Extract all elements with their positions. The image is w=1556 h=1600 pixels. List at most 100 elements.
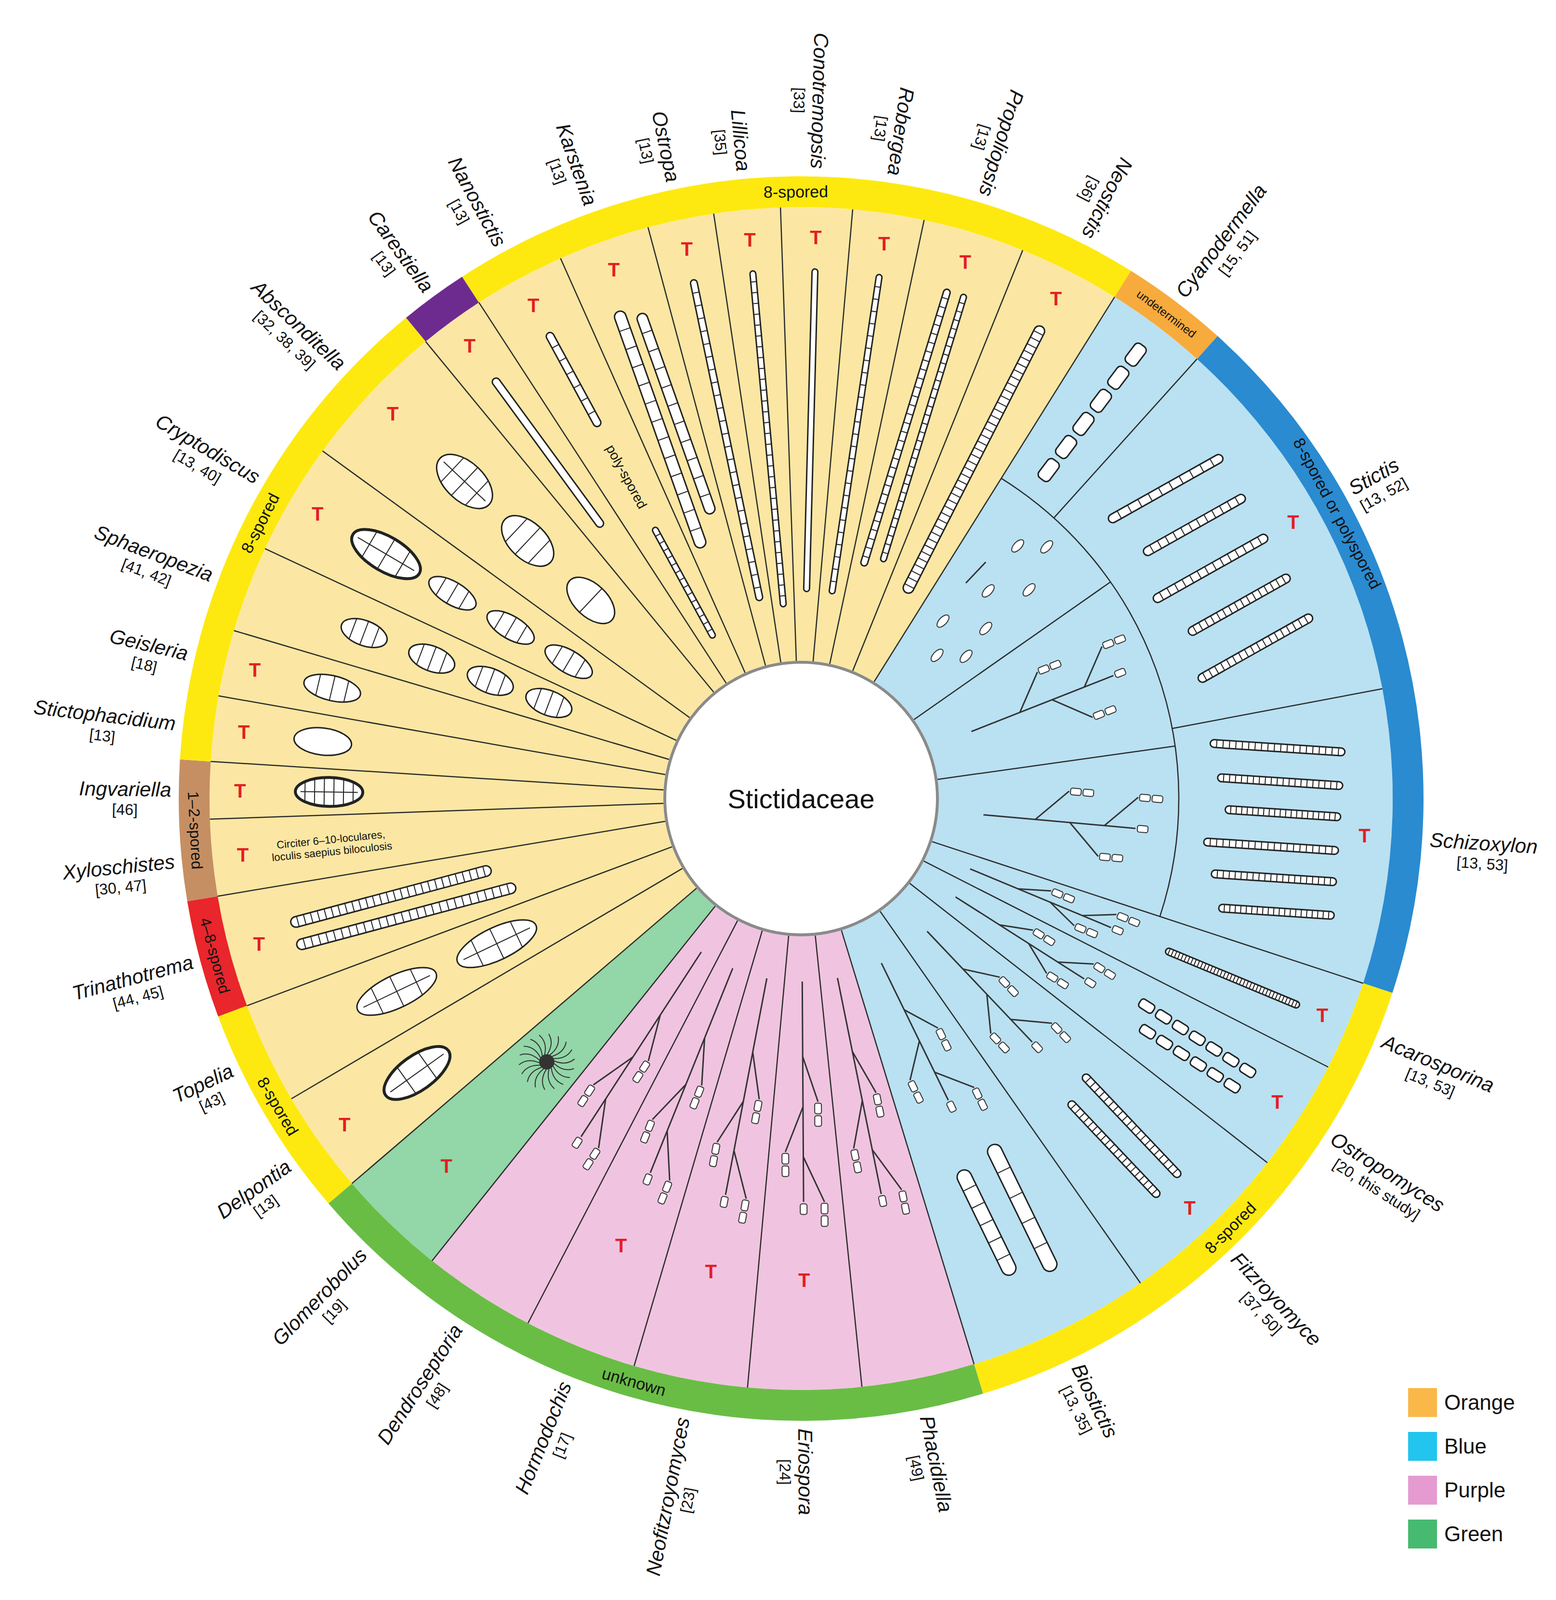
septum <box>1100 1135 1107 1141</box>
septum <box>900 491 907 494</box>
wedge-art <box>980 780 1163 866</box>
septum <box>1338 748 1339 756</box>
septum <box>748 561 756 563</box>
septum <box>962 1185 976 1192</box>
septum <box>933 324 940 327</box>
type-marker: T <box>252 934 265 954</box>
septum <box>434 879 438 890</box>
septum <box>385 916 389 927</box>
septum <box>1246 807 1248 816</box>
septum <box>908 577 918 582</box>
septum <box>1121 1116 1128 1122</box>
septum <box>476 892 480 903</box>
septum <box>1159 592 1164 601</box>
septum <box>370 920 374 931</box>
septum <box>1261 842 1262 850</box>
septum <box>770 498 777 499</box>
conidium <box>821 1203 829 1214</box>
septum <box>1288 875 1290 884</box>
genus-label: Hormodochis[17] <box>510 1378 593 1505</box>
septum <box>941 297 949 300</box>
septum <box>1241 840 1243 849</box>
septum <box>1000 395 1011 401</box>
wedge-divider <box>852 250 1023 671</box>
septum <box>1329 812 1331 821</box>
septum <box>1285 809 1286 818</box>
type-marker: T <box>338 1115 351 1135</box>
septum <box>1134 1171 1141 1177</box>
septum <box>774 541 781 542</box>
septum <box>1330 877 1331 886</box>
spore <box>544 330 603 428</box>
septum <box>836 544 843 546</box>
conidium <box>935 612 952 630</box>
conidiophore <box>1045 902 1080 926</box>
septum <box>964 466 975 472</box>
conidiophore <box>927 931 1033 1043</box>
septum <box>579 588 603 613</box>
septum <box>722 433 729 435</box>
genus-label: Ostropa[13] <box>629 109 685 189</box>
septum <box>1227 553 1232 562</box>
septum <box>961 473 971 479</box>
conidium <box>740 1199 750 1212</box>
legend-text: Green <box>1444 1523 1504 1545</box>
septum <box>692 291 700 294</box>
septum <box>1249 982 1252 989</box>
type-marker: T <box>234 781 246 801</box>
septum <box>740 523 748 525</box>
septum <box>1278 994 1281 1002</box>
septum <box>516 625 528 644</box>
septum <box>1264 873 1266 882</box>
conidium <box>694 1085 705 1099</box>
septum <box>872 298 879 300</box>
septum <box>1311 910 1313 919</box>
conidium <box>582 1158 594 1171</box>
septum <box>1267 842 1268 851</box>
conidium <box>935 1028 947 1041</box>
septum <box>351 901 355 912</box>
septum <box>764 433 771 434</box>
septum <box>751 574 759 576</box>
septum <box>1216 612 1221 621</box>
septum <box>1268 635 1273 644</box>
legend-text: Purple <box>1444 1479 1506 1502</box>
septum <box>1223 870 1224 879</box>
wedge-art <box>855 949 1065 1293</box>
septum <box>1334 813 1336 821</box>
conidium <box>1037 664 1051 675</box>
septum <box>1222 740 1224 749</box>
septum <box>1246 872 1248 881</box>
septum <box>1263 808 1265 817</box>
septum <box>300 791 358 793</box>
septum <box>1257 807 1259 816</box>
spore <box>1106 364 1131 392</box>
septum <box>1312 811 1314 820</box>
septum <box>1318 811 1319 820</box>
septum <box>700 330 708 332</box>
septum <box>1188 523 1193 532</box>
septum <box>838 531 844 533</box>
septum <box>379 894 383 905</box>
septum <box>638 382 650 386</box>
septum <box>348 926 352 937</box>
septum <box>1236 977 1239 984</box>
conidiophore <box>1067 822 1101 857</box>
septum <box>1271 991 1275 999</box>
septum <box>1226 659 1231 668</box>
spore <box>492 506 564 576</box>
septum <box>1250 541 1255 550</box>
septum <box>1033 330 1044 336</box>
septum <box>1236 806 1237 815</box>
spore <box>1203 838 1339 855</box>
septum <box>296 916 300 927</box>
septum <box>1235 840 1237 848</box>
septum <box>1234 549 1240 558</box>
septum <box>1143 1180 1149 1186</box>
septum <box>911 457 917 460</box>
septum <box>372 896 376 907</box>
septum <box>1083 1117 1090 1123</box>
septum <box>916 440 923 443</box>
septum <box>695 606 701 610</box>
septum <box>1331 846 1332 855</box>
